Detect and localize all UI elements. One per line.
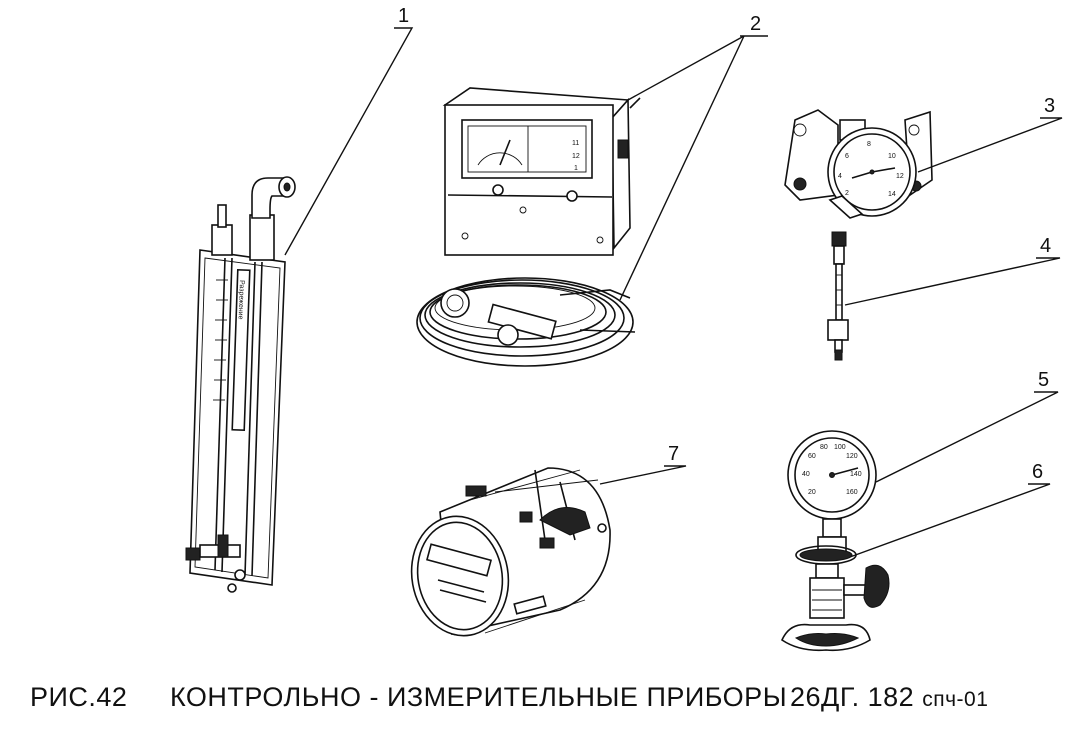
gauge5-tick-20: 20 — [808, 489, 816, 496]
gauge5-tick-100: 100 — [834, 444, 846, 451]
figure-title: КОНТРОЛЬНО - ИЗМЕРИТЕЛЬНЫЕ ПРИБОРЫ — [170, 682, 788, 712]
callout-5: 5 — [875, 369, 1059, 483]
recording-instrument: 11 12 1 — [416, 87, 641, 367]
draft-gauge-with-bracket: 2 4 6 8 10 12 14 — [784, 109, 933, 219]
u-tube-manometer: Разрежение — [185, 176, 296, 593]
drawing-code-main: 26ДГ. 182 — [790, 682, 915, 712]
gauge5-tick-80: 80 — [820, 444, 828, 451]
gauge3-tick-10: 10 — [888, 153, 896, 160]
gauge5-tick-140: 140 — [850, 471, 862, 478]
recorder-window-line-1: 11 — [572, 140, 579, 147]
callout-3: 3 — [917, 95, 1063, 173]
gauge3-tick-6: 6 — [845, 153, 849, 160]
impulse-tube-fitting — [827, 231, 849, 361]
callout-7: 7 — [599, 443, 687, 485]
callout-number-4: 4 — [1040, 235, 1051, 257]
cylindrical-drum-unit — [410, 467, 611, 637]
callout-1: 1 — [284, 5, 414, 256]
recorder-window-line-3: 1 — [574, 165, 578, 172]
gauge5-tick-120: 120 — [846, 453, 858, 460]
gauge3-tick-14: 14 — [888, 191, 896, 198]
callout-number-5: 5 — [1038, 369, 1049, 391]
callout-number-3: 3 — [1044, 95, 1055, 117]
callout-number-2: 2 — [750, 13, 761, 35]
callout-6: 6 — [849, 461, 1051, 558]
callout-number-1: 1 — [398, 5, 409, 27]
drawing-canvas: Разрежение 11 12 1 — [185, 5, 1063, 652]
drawing-code-suffix: спч-01 — [922, 688, 989, 711]
gauge3-tick-2: 2 — [845, 190, 849, 197]
gauge3-tick-8: 8 — [867, 141, 871, 148]
gauge3-tick-4: 4 — [838, 173, 842, 180]
drawing-code: 26ДГ. 182 спч-01 — [790, 682, 988, 713]
callout-number-6: 6 — [1032, 461, 1043, 483]
callout-number-7: 7 — [668, 443, 679, 465]
gauge5-tick-60: 60 — [808, 453, 816, 460]
gauge3-tick-12: 12 — [896, 173, 904, 180]
gauge5-tick-160: 160 — [846, 489, 858, 496]
manometer-scale-label: Разрежение — [237, 280, 245, 320]
callout-2: 2 — [619, 13, 768, 301]
recorder-window-line-2: 12 — [572, 153, 580, 160]
pressure-gauge-with-valve: 20 40 60 80 100 120 140 160 — [780, 430, 890, 652]
callout-4: 4 — [844, 235, 1061, 306]
gauge5-tick-40: 40 — [802, 471, 810, 478]
figure-number: РИС.42 — [30, 682, 128, 712]
